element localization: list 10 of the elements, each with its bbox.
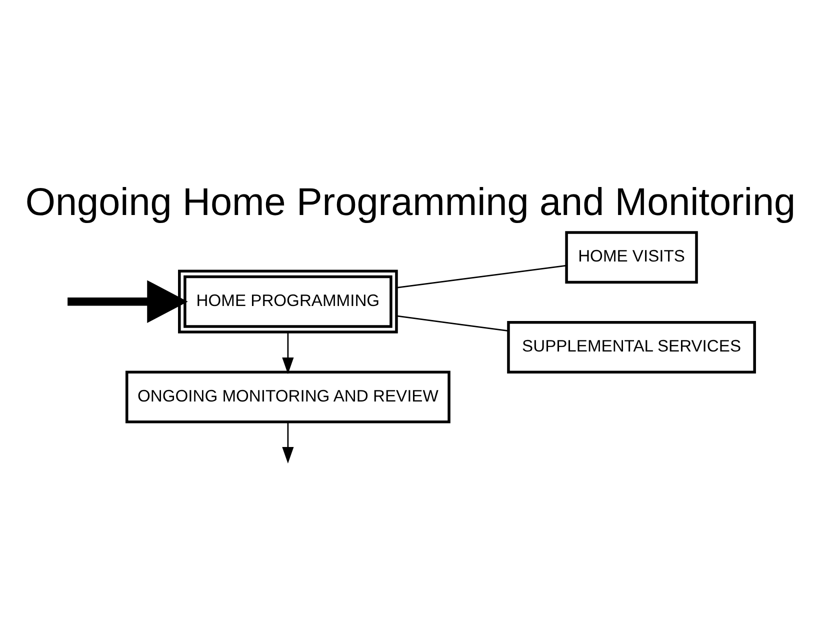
arrow xyxy=(282,422,294,464)
arrow xyxy=(68,280,188,323)
arrow xyxy=(282,332,294,374)
node-box: HOME VISITS xyxy=(565,231,698,284)
diagram-title: Ongoing Home Programming and Monitoring xyxy=(25,181,796,224)
node-box: SUPPLEMENTAL SERVICES xyxy=(507,320,756,374)
node-box: ONGOING MONITORING AND REVIEW xyxy=(125,370,450,424)
connector xyxy=(396,264,567,288)
connector xyxy=(396,315,508,332)
node-box: HOME PROGRAMMING xyxy=(178,270,398,334)
